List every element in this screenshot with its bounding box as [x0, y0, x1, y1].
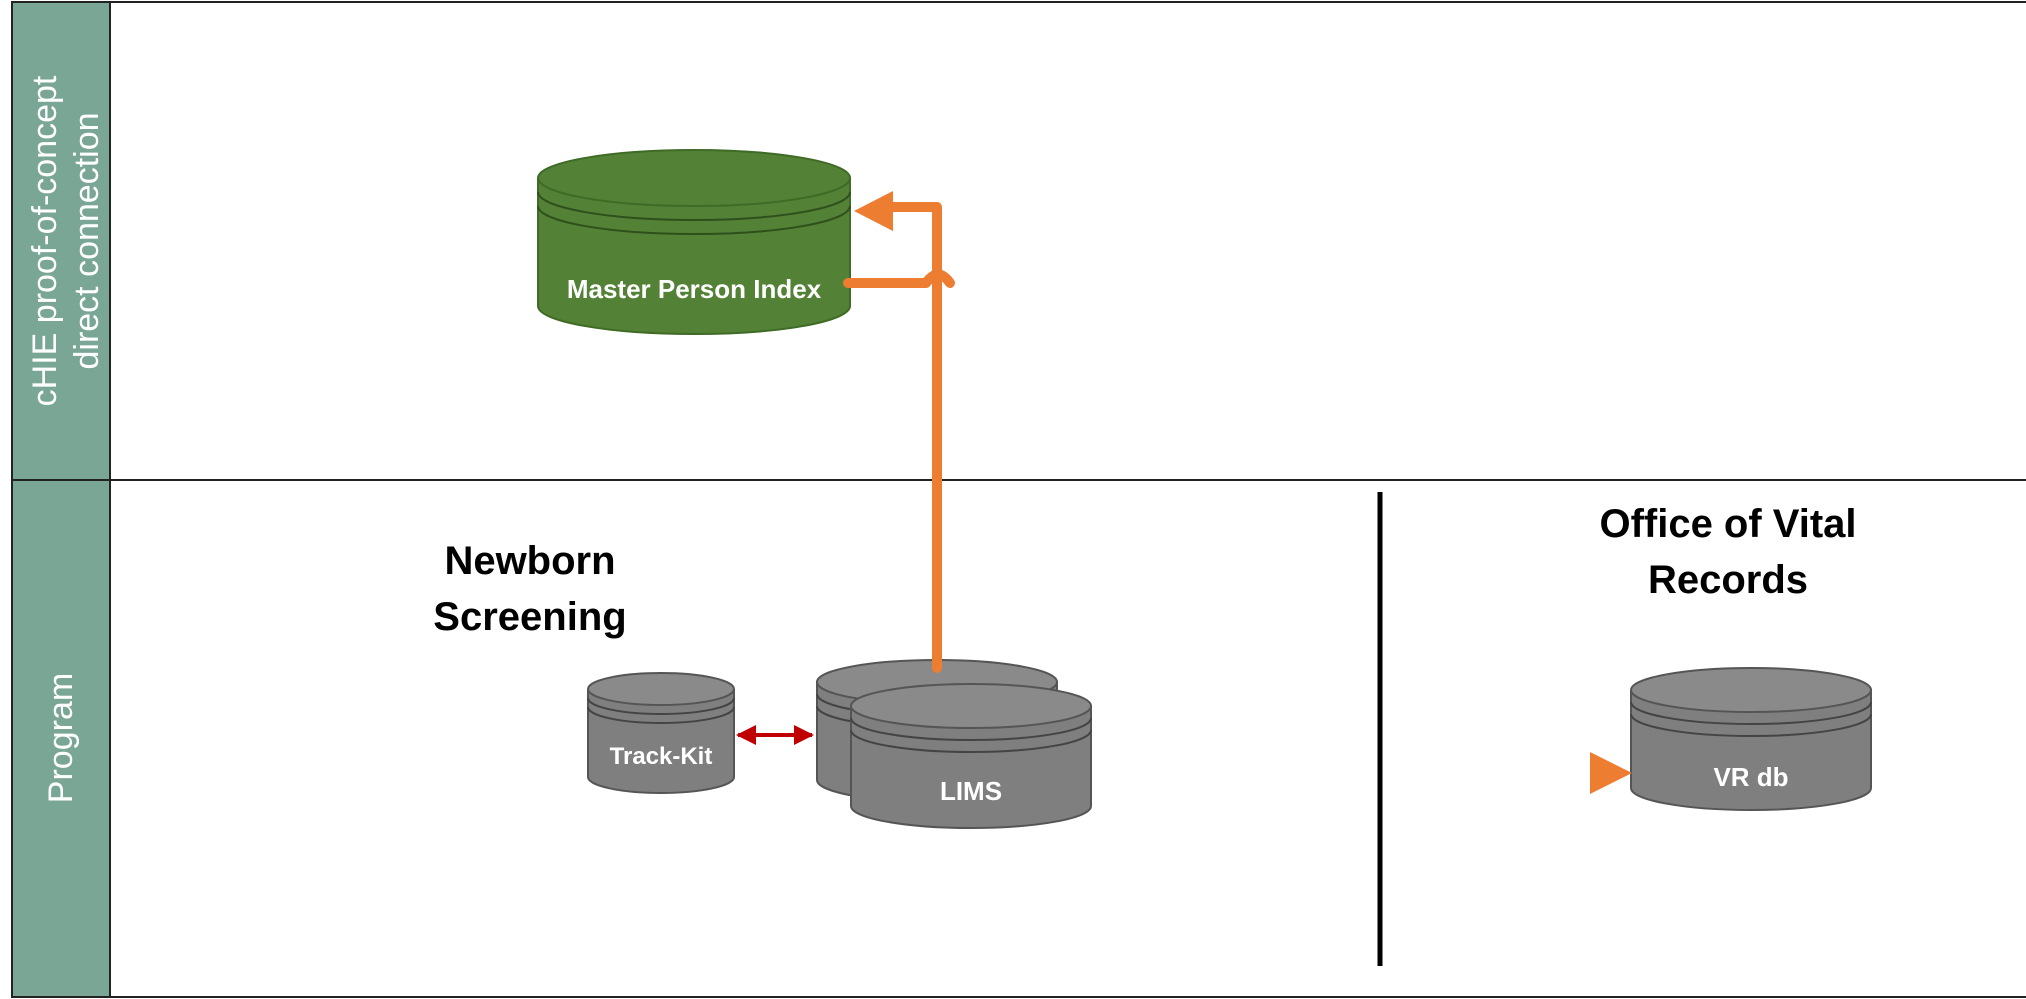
lane-header-program: Program: [13, 481, 109, 996]
lane-label-chie-line1: cHIE proof-of-concept: [26, 75, 64, 406]
lims-database-label: LIMS: [940, 776, 1002, 806]
group-title-newborn-screening: Newborn Screening: [433, 539, 626, 639]
mpi-database-label: Master Person Index: [567, 274, 822, 304]
swimlane-frame: [11, 1, 2026, 998]
trackkit-database-label: Track-Kit: [610, 743, 713, 770]
mpi-to-vrdb-connector: [843, 269, 1632, 794]
lane-label-chie-line2: direct connection: [68, 112, 106, 369]
vrdb-database-label: VR db: [1713, 762, 1788, 792]
vrdb-database-icon[interactable]: VR db: [1630, 667, 1872, 811]
lims-to-mpi-connector: [854, 191, 942, 673]
group-title-vital-records: Office of Vital Records: [1599, 502, 1856, 602]
mpi-database-icon[interactable]: Master Person Index: [537, 149, 851, 335]
lims-database-icon[interactable]: LIMS: [816, 659, 1092, 829]
group-title-vital-line2: Records: [1648, 558, 1808, 602]
group-title-newborn-line1: Newborn: [444, 539, 615, 583]
group-title-vital-line1: Office of Vital: [1599, 502, 1856, 546]
trackkit-database-icon[interactable]: Track-Kit: [587, 672, 735, 794]
lane-label-program: Program: [42, 673, 80, 803]
lane-header-chie: cHIE proof-of-concept direct connection: [13, 3, 109, 479]
group-title-newborn-line2: Screening: [433, 595, 626, 639]
